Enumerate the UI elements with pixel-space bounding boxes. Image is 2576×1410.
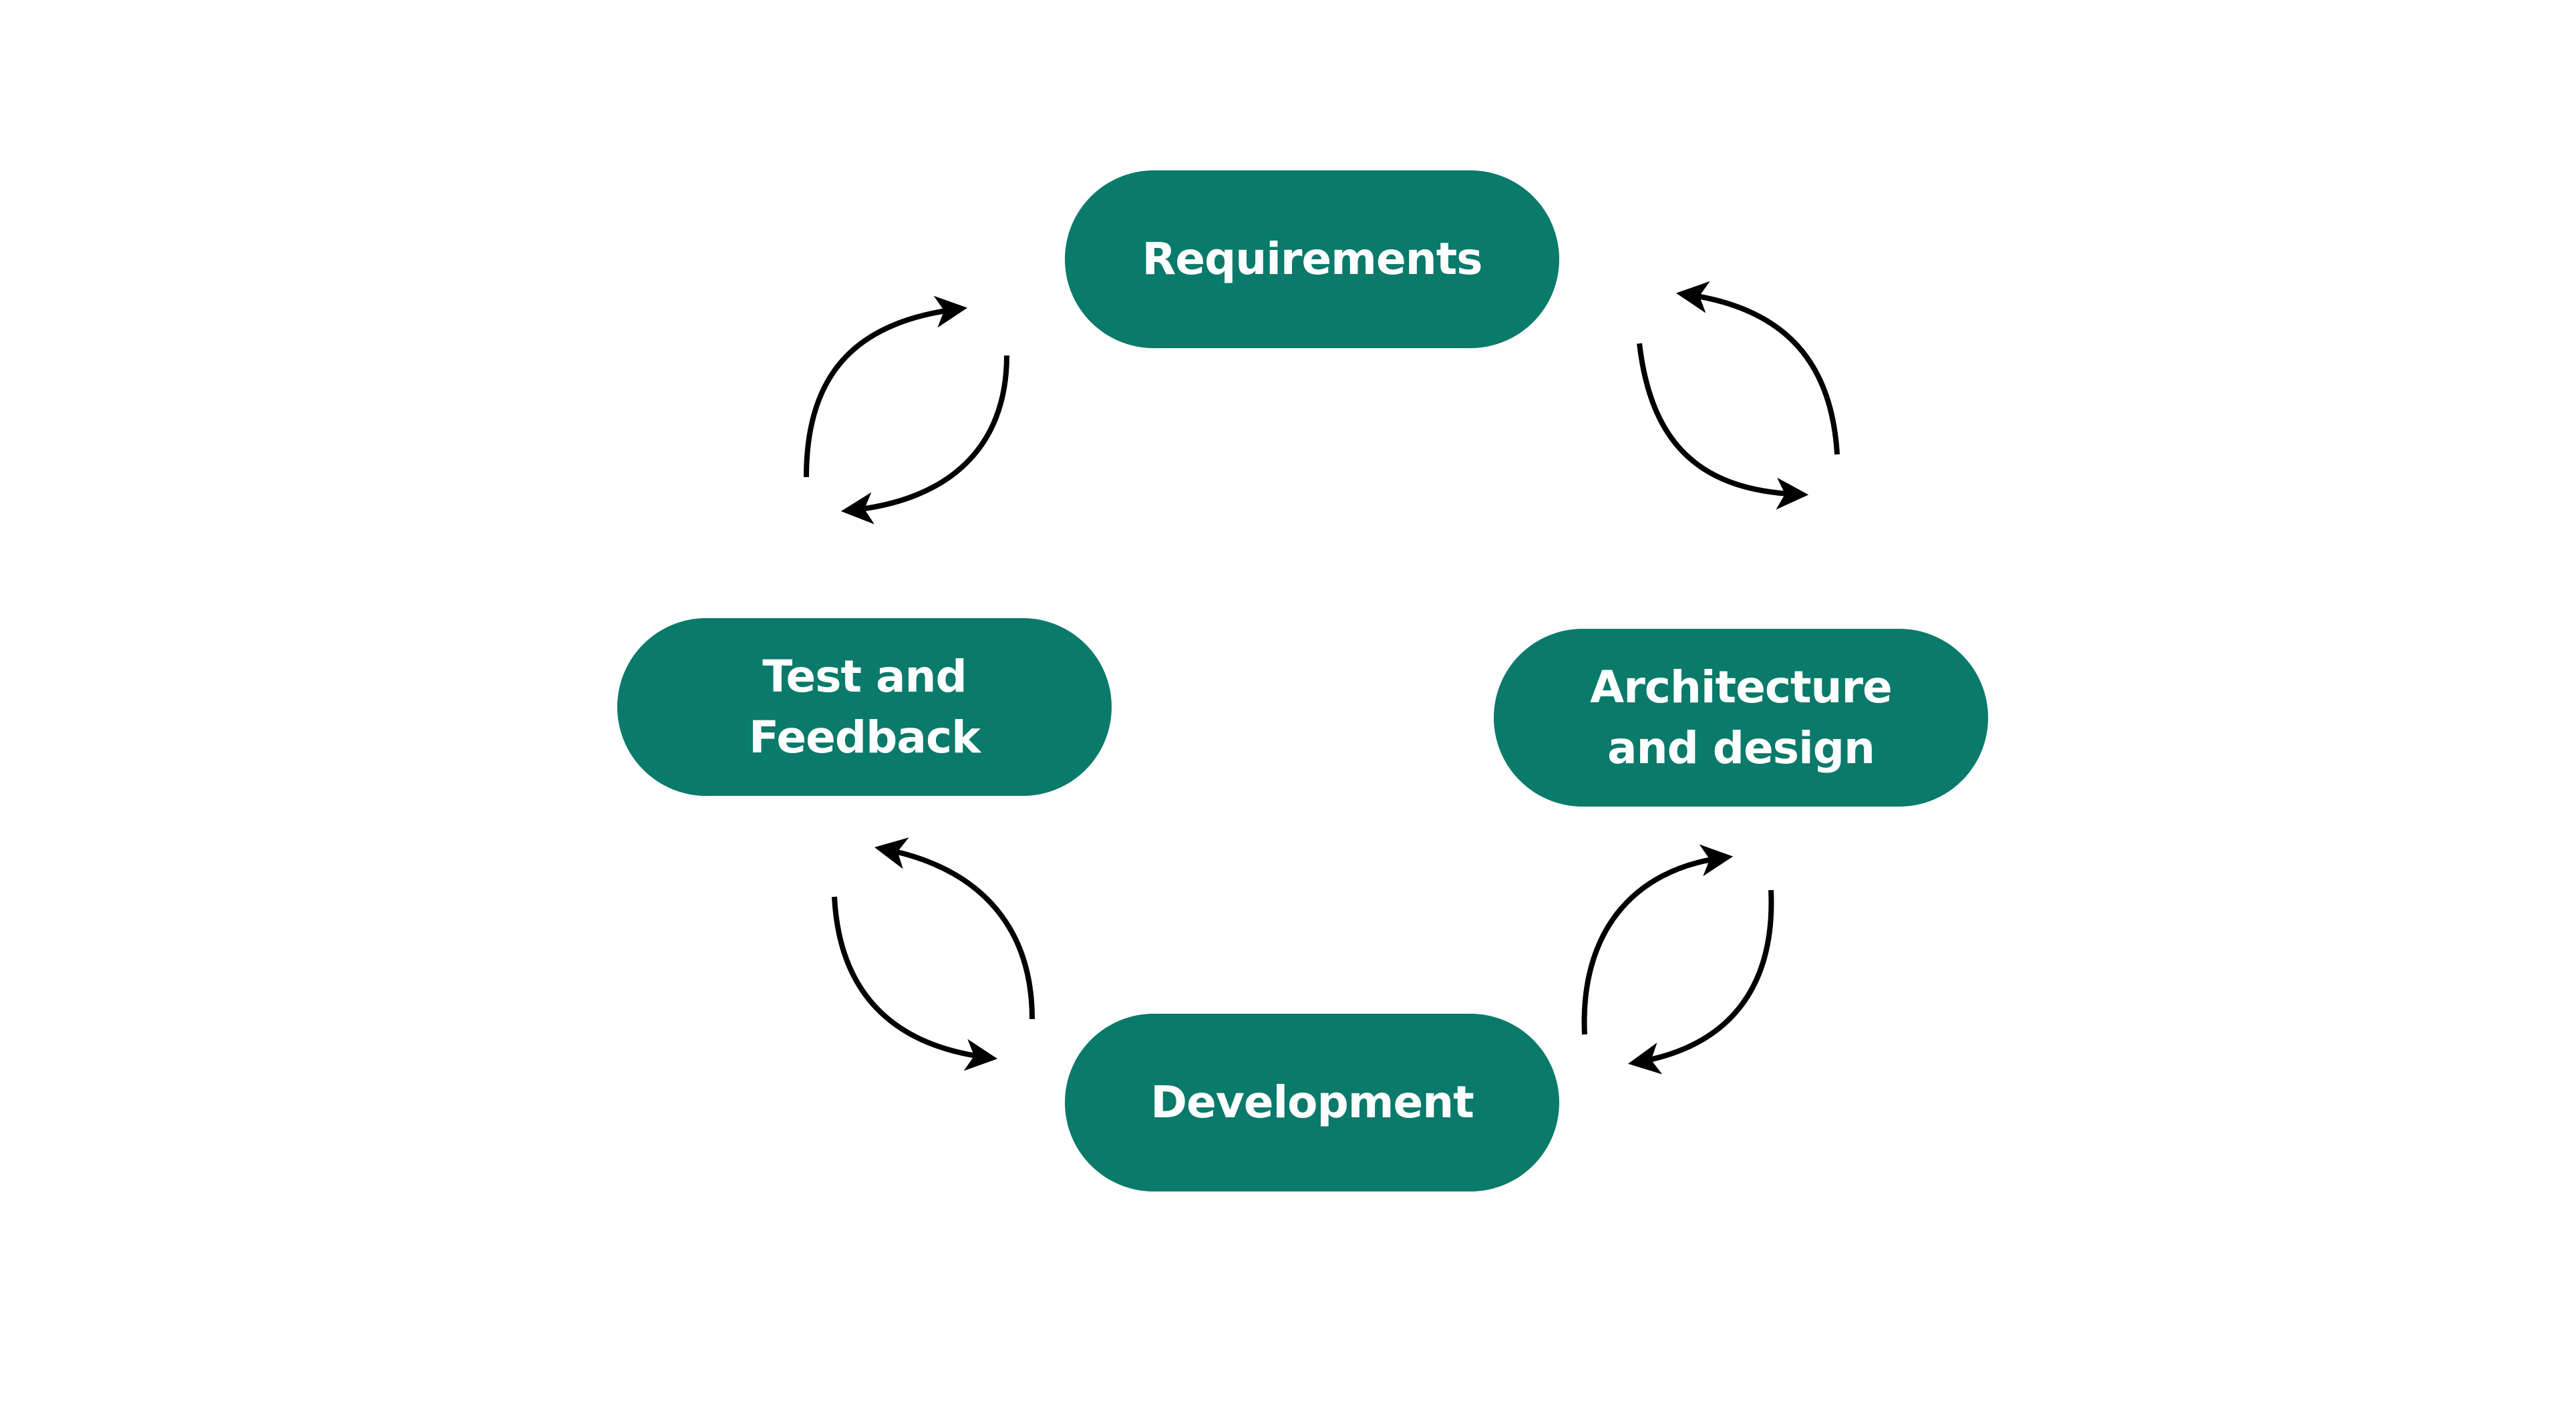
arrow-test-to-requirements xyxy=(804,295,968,478)
node-architecture-and-design-label: Architecture and design xyxy=(1590,661,1893,774)
arrow-development-to-architecture xyxy=(1581,844,1734,1035)
arrow-requirements-to-test xyxy=(840,355,1009,525)
node-architecture-and-design: Architecture and design xyxy=(1494,629,1988,807)
node-test-and-feedback: Test and Feedback xyxy=(617,618,1112,796)
node-development: Development xyxy=(1065,1014,1559,1191)
node-development-label: Development xyxy=(1150,1077,1474,1129)
node-requirements-label: Requirements xyxy=(1142,233,1482,285)
node-requirements: Requirements xyxy=(1065,170,1559,348)
arrow-requirements-to-architecture xyxy=(1637,343,1809,510)
node-test-and-feedback-label: Test and Feedback xyxy=(749,650,981,763)
arrow-architecture-to-development xyxy=(1627,889,1774,1075)
arrow-architecture-to-requirements xyxy=(1675,281,1840,455)
arrow-test-to-development xyxy=(832,896,998,1071)
arrow-development-to-test xyxy=(874,837,1035,1020)
